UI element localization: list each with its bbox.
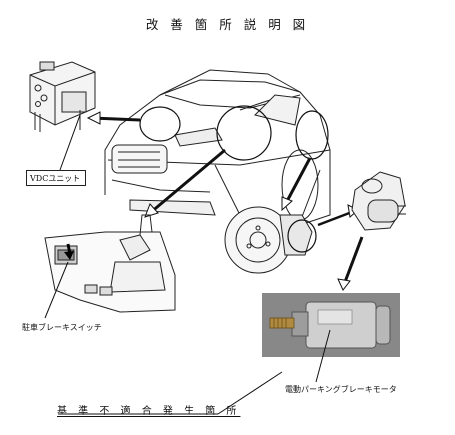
car-drawing	[104, 69, 331, 226]
vdc-unit-label: VDCユニット	[26, 170, 86, 186]
electric-parking-brake-motor-label: 電動パーキングブレーキモータ	[285, 385, 397, 394]
motor-photo	[262, 293, 400, 357]
arrow-to-switch	[149, 148, 226, 215]
console-drawing	[44, 214, 176, 313]
arrow-to-brake	[283, 157, 312, 206]
parking-brake-switch-label: 駐車ブレーキスイッチ	[22, 323, 102, 332]
highlight-switch	[216, 105, 272, 161]
arrow-to-motor	[343, 236, 364, 283]
highlight-brake	[295, 110, 329, 160]
arrow-to-caliper	[317, 210, 353, 227]
caliper-assembly-drawing	[351, 171, 406, 231]
criteria-nonconformity-label: 基 準 不 適 合 発 生 箇 所	[57, 406, 241, 417]
brake-disc-drawing	[224, 206, 317, 274]
page-title: 改 善 箇 所 説 明 図	[145, 17, 310, 32]
highlight-vdc	[139, 106, 181, 142]
criteria-leader-line	[217, 371, 283, 415]
vdc-unit-drawing	[29, 61, 96, 132]
